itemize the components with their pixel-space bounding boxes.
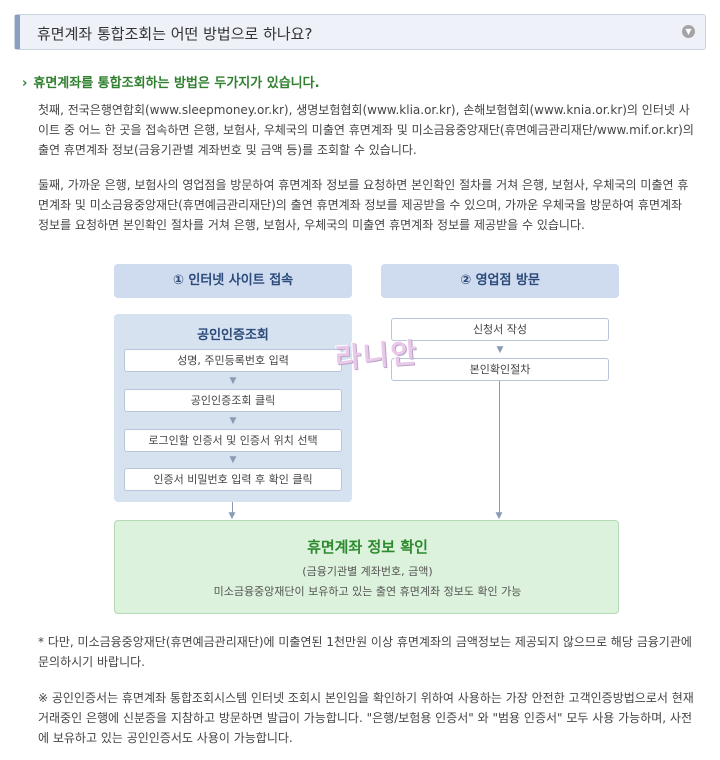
chevron-down-icon[interactable]: ▼ <box>682 25 695 38</box>
faq-accent-bar <box>15 15 20 49</box>
note-paragraph-1: * 다만, 미소금융중앙재단(휴면예금관리재단)에 미출연된 1천만원 이상 휴… <box>38 635 692 669</box>
chevron-right-icon: › <box>22 76 28 91</box>
result-title: 휴면계좌 정보 확인 <box>307 538 428 556</box>
answer-headline: › 휴면계좌를 통합조회하는 방법은 두가지가 있습니다. <box>22 72 320 91</box>
arrow-down-icon: ▼ <box>495 511 503 521</box>
connector-line <box>232 502 233 516</box>
online-step-2: 공인인증조회 클릭 <box>124 389 342 412</box>
branch-method-heading: ② 영업점 방문 <box>381 264 619 298</box>
online-method-heading: ① 인터넷 사이트 접속 <box>114 264 352 298</box>
arrow-down-icon: ▼ <box>228 511 236 521</box>
answer-paragraph-1: 첫째, 전국은행연합회(www.sleepmoney.or.kr), 생명보험협… <box>38 103 694 157</box>
arrow-down-icon: ▼ <box>229 416 237 426</box>
online-step-4: 인증서 비밀번호 입력 후 확인 클릭 <box>124 468 342 491</box>
certificate-lookup-title: 공인인증조회 <box>197 328 269 343</box>
result-detail: 미소금융중앙재단이 보유하고 있는 출연 휴면계좌 정보도 확인 가능 <box>213 585 522 598</box>
online-step-3: 로그인할 인증서 및 인증서 위치 선택 <box>124 429 342 452</box>
result-box: 휴면계좌 정보 확인 (금융기관별 계좌번호, 금액) 미소금융중앙재단이 보유… <box>114 520 619 614</box>
answer-headline-text: 휴면계좌를 통합조회하는 방법은 두가지가 있습니다. <box>33 76 320 91</box>
arrow-down-icon: ▼ <box>496 345 504 355</box>
result-subtitle: (금융기관별 계좌번호, 금액) <box>302 565 433 578</box>
note-paragraph-2: ※ 공인인증서는 휴면계좌 통합조회시스템 인터넷 조회시 본인임을 확인하기 … <box>38 691 694 745</box>
faq-question-bar[interactable]: 휴면계좌 통합조회는 어떤 방법으로 하나요? ▼ <box>14 14 706 50</box>
branch-step-2: 본인확인절차 <box>391 358 609 381</box>
arrow-down-icon: ▼ <box>229 376 237 386</box>
connector-line <box>499 381 500 516</box>
online-step-1: 성명, 주민등록번호 입력 <box>124 349 342 372</box>
faq-question-title: 휴면계좌 통합조회는 어떤 방법으로 하나요? <box>37 25 313 43</box>
branch-step-1: 신청서 작성 <box>391 318 609 341</box>
arrow-down-icon: ▼ <box>229 455 237 465</box>
answer-paragraph-2: 둘째, 가까운 은행, 보험사의 영업점을 방문하여 휴면계좌 정보를 요청하면… <box>38 178 689 232</box>
watermark: 라니안 <box>334 336 420 375</box>
